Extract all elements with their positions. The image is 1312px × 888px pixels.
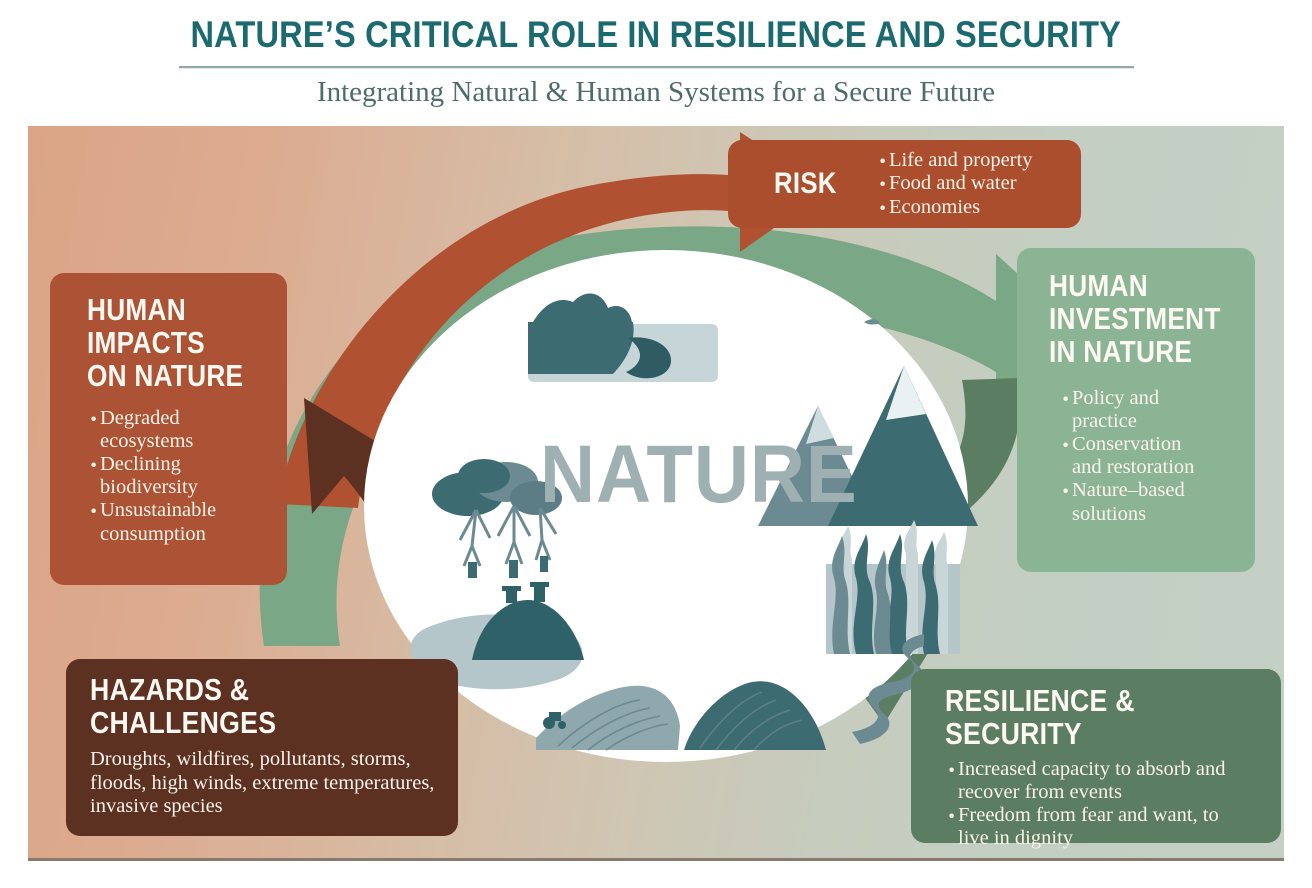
risk-box-bullets: Life and property Food and water Economi… <box>876 147 1032 222</box>
list-item: Policy and practice <box>1059 385 1241 433</box>
mangrove-trees-icon <box>432 459 562 578</box>
list-item: Life and property <box>876 147 1032 175</box>
forest-river-icon <box>528 293 718 382</box>
list-item: Food and water <box>876 170 1032 198</box>
list-item: Declining biodiversity <box>87 451 269 499</box>
tractor-icon <box>543 712 566 729</box>
canvas-bottom-border <box>28 858 1284 861</box>
hazards-box-body: Droughts, wildfires, pollutants, storms,… <box>90 747 435 818</box>
human-investment-box-title: HUMAN INVESTMENT IN NATURE <box>1049 269 1221 369</box>
list-item: Freedom from fear and want, to live in d… <box>945 802 1267 850</box>
human-impacts-box[interactable]: HUMAN IMPACTS ON NATURE Degraded ecosyst… <box>50 273 287 585</box>
hill-icon <box>684 681 826 751</box>
farmland-tractor-icon <box>536 685 680 751</box>
center-label: NATURE <box>540 429 858 520</box>
resilience-box-bullets: Increased capacity to absorb and recover… <box>945 756 1267 851</box>
winding-river-icon <box>852 634 924 744</box>
resilience-box[interactable]: RESILIENCE & SECURITY Increased capacity… <box>911 669 1281 849</box>
human-impacts-box-title: HUMAN IMPACTS ON NATURE <box>87 293 244 393</box>
hazards-box-title: HAZARDS & CHALLENGES <box>90 672 277 741</box>
list-item: Increased capacity to absorb and recover… <box>945 756 1267 804</box>
human-investment-box[interactable]: HUMAN INVESTMENT IN NATURE Policy and pr… <box>1017 248 1255 572</box>
risk-box-title: RISK <box>774 166 837 200</box>
list-item: Nature–based solutions <box>1059 477 1241 525</box>
resilience-box-title: RESILIENCE & SECURITY <box>945 683 1135 752</box>
page-subtitle: Integrating Natural & Human Systems for … <box>316 75 996 108</box>
diagram-canvas: NATURE RISK Life and property Food and w… <box>28 126 1284 858</box>
list-item: Unsustainable consumption <box>87 497 269 545</box>
list-item: Economies <box>876 194 1032 222</box>
hazards-box[interactable]: HAZARDS & CHALLENGES Droughts, wildfires… <box>66 659 458 836</box>
title-divider <box>178 65 1134 68</box>
page-title: NATURE’S CRITICAL ROLE IN RESILIENCE AND… <box>190 14 1122 55</box>
human-impacts-box-bullets: Degraded ecosystems Declining biodiversi… <box>87 405 269 546</box>
mountains-icon <box>758 319 978 526</box>
human-investment-box-bullets: Policy and practice Conservation and res… <box>1049 385 1241 526</box>
risk-box[interactable]: RISK Life and property Food and water Ec… <box>728 140 1081 228</box>
list-item: Degraded ecosystems <box>87 405 269 453</box>
list-item: Conservation and restoration <box>1059 431 1241 479</box>
marsh-grass-water-icon <box>826 520 960 654</box>
header: NATURE’S CRITICAL ROLE IN RESILIENCE AND… <box>0 0 1312 126</box>
